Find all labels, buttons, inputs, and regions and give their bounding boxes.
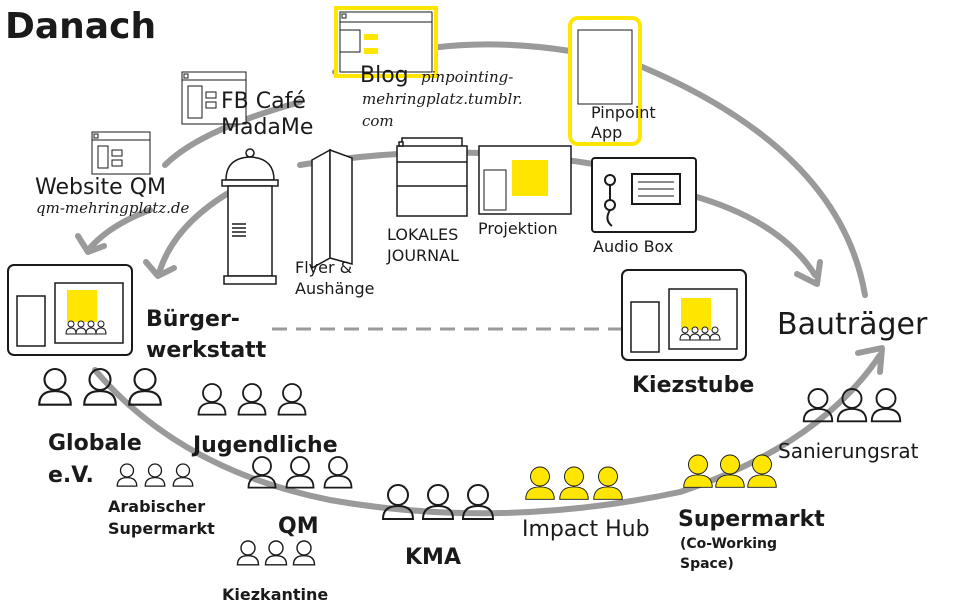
sanierungsrat-label: Sanierungsrat xyxy=(778,439,919,463)
arrowhead-bautraeger-top xyxy=(794,259,823,287)
arabischer-label-line1: Arabischer xyxy=(108,497,205,516)
advertising-pillar-icon xyxy=(221,148,279,285)
blog-url-line1: pinpointing- xyxy=(421,68,513,86)
bottom-arc xyxy=(92,352,883,517)
blog-browser-icon xyxy=(334,6,438,78)
blog-label: Blog xyxy=(360,63,409,88)
pinpoint-app-label-line2: App xyxy=(591,123,622,142)
arrowhead-buergerwerkstatt xyxy=(143,259,177,279)
flyer-icon xyxy=(311,148,353,270)
fb-cafe-label-line2: MadaMe xyxy=(221,115,313,140)
jugendliche-label: Jugendliche xyxy=(191,433,338,458)
page-title: Danach xyxy=(5,6,156,47)
kiezkantine-label: Kiezkantine xyxy=(222,585,328,604)
group-kiezkantine-people-icon xyxy=(236,540,316,566)
buergerwerkstatt-label-line1: Bürger- xyxy=(146,307,240,332)
group-supermarkt-people-icon xyxy=(683,454,777,488)
kiezstube-building-icon xyxy=(621,269,747,361)
lokales-journal-label-line1: LOKALES xyxy=(387,225,458,244)
fb-browser-icon xyxy=(181,71,247,125)
fb-cafe-label-line1: FB Café xyxy=(221,89,306,114)
kma-label: KMA xyxy=(405,545,461,570)
flyer-label-line1: Flyer & xyxy=(295,258,352,277)
buergerwerkstatt-building-icon xyxy=(7,264,133,356)
supermarkt-sub-line2: Space) xyxy=(680,556,734,572)
smartphone-icon xyxy=(568,16,642,146)
blog-url-line3: com xyxy=(362,112,394,130)
website-label: Website QM xyxy=(35,175,166,200)
globale-label-line1: Globale xyxy=(48,431,142,456)
newspaper-icon xyxy=(396,137,468,217)
globale-label-line2: e.V. xyxy=(48,463,94,488)
arrowheads xyxy=(75,233,885,375)
arabischer-label-line2: Supermarkt xyxy=(108,519,215,538)
lokales-journal-label-line2: JOURNAL xyxy=(386,246,459,265)
website-url: qm-mehringplatz.de xyxy=(36,199,190,217)
projection-icon xyxy=(478,145,572,215)
projektion-label: Projektion xyxy=(478,219,558,238)
impact-hub-label: Impact Hub xyxy=(522,517,650,542)
group-jugendliche-people-icon xyxy=(197,383,307,416)
supermarkt-label: Supermarkt xyxy=(678,507,825,532)
supermarkt-sub-line1: (Co-Working xyxy=(680,536,777,552)
flyer-label-line2: Aushänge xyxy=(295,279,375,298)
pinpoint-app-label-line1: Pinpoint xyxy=(591,103,656,122)
bautraeger-label: Bauträger xyxy=(777,307,928,342)
buergerwerkstatt-label-line2: werkstatt xyxy=(146,338,267,363)
audio-box-icon xyxy=(591,157,697,233)
qm-label: QM xyxy=(278,514,319,539)
website-browser-icon xyxy=(91,131,151,175)
kiezstube-label: Kiezstube xyxy=(632,373,754,398)
blog-url-line2: mehringplatz.tumblr. xyxy=(362,90,523,108)
audio-box-label: Audio Box xyxy=(593,237,673,256)
group-arabischer-people-icon xyxy=(116,463,194,487)
arrowhead-website xyxy=(75,233,107,255)
group-impact-hub-people-icon xyxy=(525,466,623,500)
arrowhead-bautraeger-bottom xyxy=(855,345,885,375)
